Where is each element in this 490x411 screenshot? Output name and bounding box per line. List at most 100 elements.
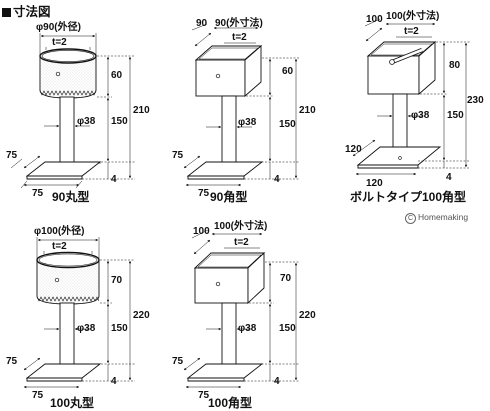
base-plate [186, 363, 264, 379]
model-90-round: φ90(外径) t=2 φ38 75 [6, 20, 150, 204]
diagram-header: 寸法図 [2, 1, 51, 20]
plate-thickness-label: 4 [274, 174, 280, 185]
base-plate [356, 146, 442, 166]
model-90-square: 90 90(外寸法) t=2 φ38 75 75 [172, 16, 316, 204]
width-dim-label: 75 [32, 390, 44, 401]
screw-hole [215, 281, 221, 287]
box-height-label: 60 [282, 66, 294, 77]
width-top-label: 100 [193, 226, 210, 237]
screw-hole [54, 277, 60, 283]
thickness-label: t=2 [234, 237, 249, 248]
top-dim-label: 100(外寸法) [214, 219, 267, 232]
depth-dim-line [352, 139, 376, 157]
depth-dim-line [183, 155, 201, 169]
support-pipe [59, 96, 75, 163]
copyright-icon: C [405, 213, 416, 224]
width-dim-label: 75 [32, 188, 44, 199]
cup-rim-inner [38, 253, 98, 267]
plate-thickness-label: 4 [111, 174, 117, 185]
depth-top-dim [365, 27, 383, 42]
thickness-label: t=2 [52, 37, 67, 48]
pipe-dim-label: φ38 [411, 110, 430, 121]
model-caption: ボルトタイプ100角型 [350, 189, 466, 204]
box-front [195, 59, 246, 97]
depth-dim-label: 75 [172, 356, 184, 367]
header-text: 寸法図 [13, 5, 51, 19]
depth-top-dim [194, 32, 212, 47]
plate-thickness-label: 4 [446, 172, 452, 183]
leader-line [191, 229, 209, 239]
pipe-height-label: 150 [279, 119, 296, 130]
base-plate [25, 161, 102, 177]
pipe-dim-label: φ38 [77, 116, 96, 127]
box-side [418, 41, 436, 95]
base-plate-edge [26, 175, 83, 180]
cup-rim-inner [41, 50, 95, 62]
width-extension [20, 180, 28, 189]
width-top-label: 100 [366, 14, 383, 25]
box-top-inner [197, 254, 262, 268]
model-caption: 90角型 [210, 189, 247, 204]
width-dim-label: 75 [198, 188, 210, 199]
bolt-shaft [391, 48, 423, 64]
base-plate [186, 161, 264, 177]
cup-rim [36, 251, 100, 269]
pipe-height-label: 150 [111, 116, 128, 127]
thickness-label: t=2 [404, 26, 419, 37]
cup-height-label: 70 [111, 275, 123, 286]
screw-hole [55, 71, 61, 77]
model-bolt-100-square: 100 100(外寸法) t=2 φ38 1 [345, 9, 484, 204]
bolt-end [389, 59, 395, 65]
width-extension [75, 180, 83, 189]
pipe-height-label: 150 [279, 323, 296, 334]
model-caption: 90丸型 [52, 189, 89, 204]
total-height-label: 220 [299, 310, 316, 321]
pipe-dim-label: φ38 [77, 323, 96, 334]
base-hole [398, 156, 402, 160]
pipe-dim-label: φ38 [238, 323, 257, 334]
model-100-round: φ100(外径) t=2 φ38 75 75 [6, 224, 150, 410]
depth-extension [10, 158, 23, 169]
leader-line [364, 18, 381, 27]
cup-rim [39, 48, 97, 64]
pipe-height-label: 150 [111, 323, 128, 334]
depth-dim-label: 75 [6, 356, 18, 367]
model-caption: 100丸型 [50, 395, 94, 410]
leader-line [191, 23, 208, 31]
width-dim-label: 120 [366, 178, 383, 189]
pipe-height-label: 150 [447, 110, 464, 121]
total-height-label: 210 [133, 105, 150, 116]
thickness-label: t=2 [52, 241, 67, 252]
depth-dim-label: 120 [345, 144, 362, 155]
total-height-label: 220 [133, 310, 150, 321]
total-height-label: 230 [467, 95, 484, 106]
box-side [244, 45, 262, 97]
screw-hole [215, 73, 221, 79]
cup-weld-seam [36, 296, 100, 302]
cup-height-label: 60 [111, 70, 123, 81]
cup-weld-seam [39, 90, 97, 96]
top-dim-label: φ100(外径) [34, 224, 85, 237]
depth-dim-line [23, 155, 41, 169]
depth-dim-label: 75 [6, 150, 18, 161]
box-height-label: 70 [280, 273, 292, 284]
base-plate-edge [26, 377, 83, 382]
credit-text: Homemaking [418, 212, 469, 222]
support-pipe [221, 302, 237, 365]
plate-thickness-label: 4 [111, 376, 117, 387]
square-bullet-icon [2, 8, 11, 17]
box-top-inner [198, 47, 259, 60]
depth-dim-line [23, 357, 41, 371]
thickness-label: t=2 [232, 32, 247, 43]
support-pipe [59, 302, 75, 365]
box-side [247, 251, 265, 305]
box-front [194, 267, 249, 304]
total-height-label: 210 [299, 105, 316, 116]
depth-dim-label: 75 [172, 150, 184, 161]
top-dim-label: 100(外寸法) [386, 9, 439, 22]
width-dim-label: 75 [198, 390, 210, 401]
pipe-dim-label: φ38 [238, 117, 257, 128]
